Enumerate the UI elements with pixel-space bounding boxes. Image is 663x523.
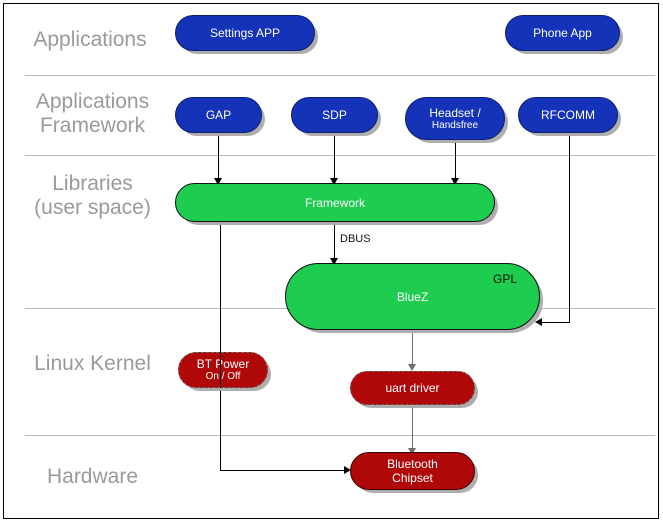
node-sdp[interactable]: SDP — [291, 97, 378, 133]
arrowhead-framework-to-bluez — [330, 258, 338, 265]
arrowhead-power-to-chipset — [344, 466, 351, 474]
divider-applications-framework — [25, 155, 655, 156]
connector-bluez-to-uart — [412, 328, 413, 368]
connector-headset-to-framework — [455, 140, 456, 180]
layer-label-linux-kernel: Linux Kernel — [34, 352, 151, 375]
arrowhead-sdp-to-framework — [330, 178, 338, 185]
layer-label-applications: Applications — [33, 28, 147, 51]
connector-framework-to-chipset-horizontal — [220, 470, 344, 471]
node-headset-sublabel: Handsfree — [431, 119, 479, 131]
node-bluetooth-chipset[interactable]: Bluetooth Chipset — [350, 452, 475, 490]
node-sdp-label: SDP — [322, 108, 347, 122]
connector-uart-to-chipset — [412, 405, 413, 453]
node-gap[interactable]: GAP — [175, 97, 262, 133]
divider-linux-kernel — [25, 435, 655, 436]
node-settings-app-label: Settings APP — [209, 26, 281, 40]
node-uart-driver-label: uart driver — [385, 381, 440, 395]
arrowhead-rfcomm-to-bluez — [535, 318, 542, 326]
node-framework[interactable]: Framework — [175, 183, 495, 222]
node-bluez-gpl-badge: GPL — [492, 272, 517, 286]
edge-label-dbus: DBUS — [340, 233, 371, 245]
node-rfcomm[interactable]: RFCOMM — [518, 97, 618, 133]
connector-rfcomm-horizontal — [541, 322, 570, 323]
node-rfcomm-label: RFCOMM — [541, 108, 595, 122]
divider-applications — [25, 75, 655, 76]
node-phone-app[interactable]: Phone App — [505, 15, 620, 51]
node-headset-handsfree[interactable]: Headset / Handsfree — [405, 97, 505, 140]
layer-label-applications-framework: Applications Framework — [35, 90, 150, 137]
node-bt-power[interactable]: BT Power On / Off — [178, 352, 268, 388]
node-gap-label: GAP — [205, 108, 232, 122]
layer-label-hardware: Hardware — [46, 465, 139, 488]
node-framework-label: Framework — [304, 195, 365, 210]
node-uart-driver[interactable]: uart driver — [350, 371, 475, 405]
node-bt-power-label: BT Power — [196, 357, 250, 371]
connector-framework-to-bluez — [334, 222, 335, 263]
connector-crossing-bt-power — [220, 352, 221, 388]
connector-framework-to-chipset-vertical — [220, 222, 221, 471]
node-bluez[interactable]: GPL BlueZ — [285, 263, 540, 330]
arrowhead-headset-to-framework — [451, 178, 459, 185]
connector-rfcomm-vertical — [569, 133, 570, 323]
node-headset-label: Headset / — [429, 105, 481, 120]
node-settings-app[interactable]: Settings APP — [175, 15, 315, 51]
node-phone-app-label: Phone App — [533, 26, 592, 40]
node-bluez-label: BlueZ — [396, 289, 429, 304]
connector-gap-to-framework — [218, 133, 219, 180]
node-bluetooth-chipset-sublabel: Chipset — [392, 471, 433, 485]
arrowhead-gap-to-framework — [214, 178, 222, 185]
connector-sdp-to-framework — [334, 133, 335, 180]
diagram-border — [3, 3, 659, 519]
node-bluetooth-chipset-label: Bluetooth — [387, 457, 438, 471]
layer-label-libraries: Libraries (user space) — [34, 172, 151, 219]
arrowhead-bluez-to-uart — [408, 364, 416, 371]
node-bt-power-sublabel: On / Off — [205, 371, 241, 382]
